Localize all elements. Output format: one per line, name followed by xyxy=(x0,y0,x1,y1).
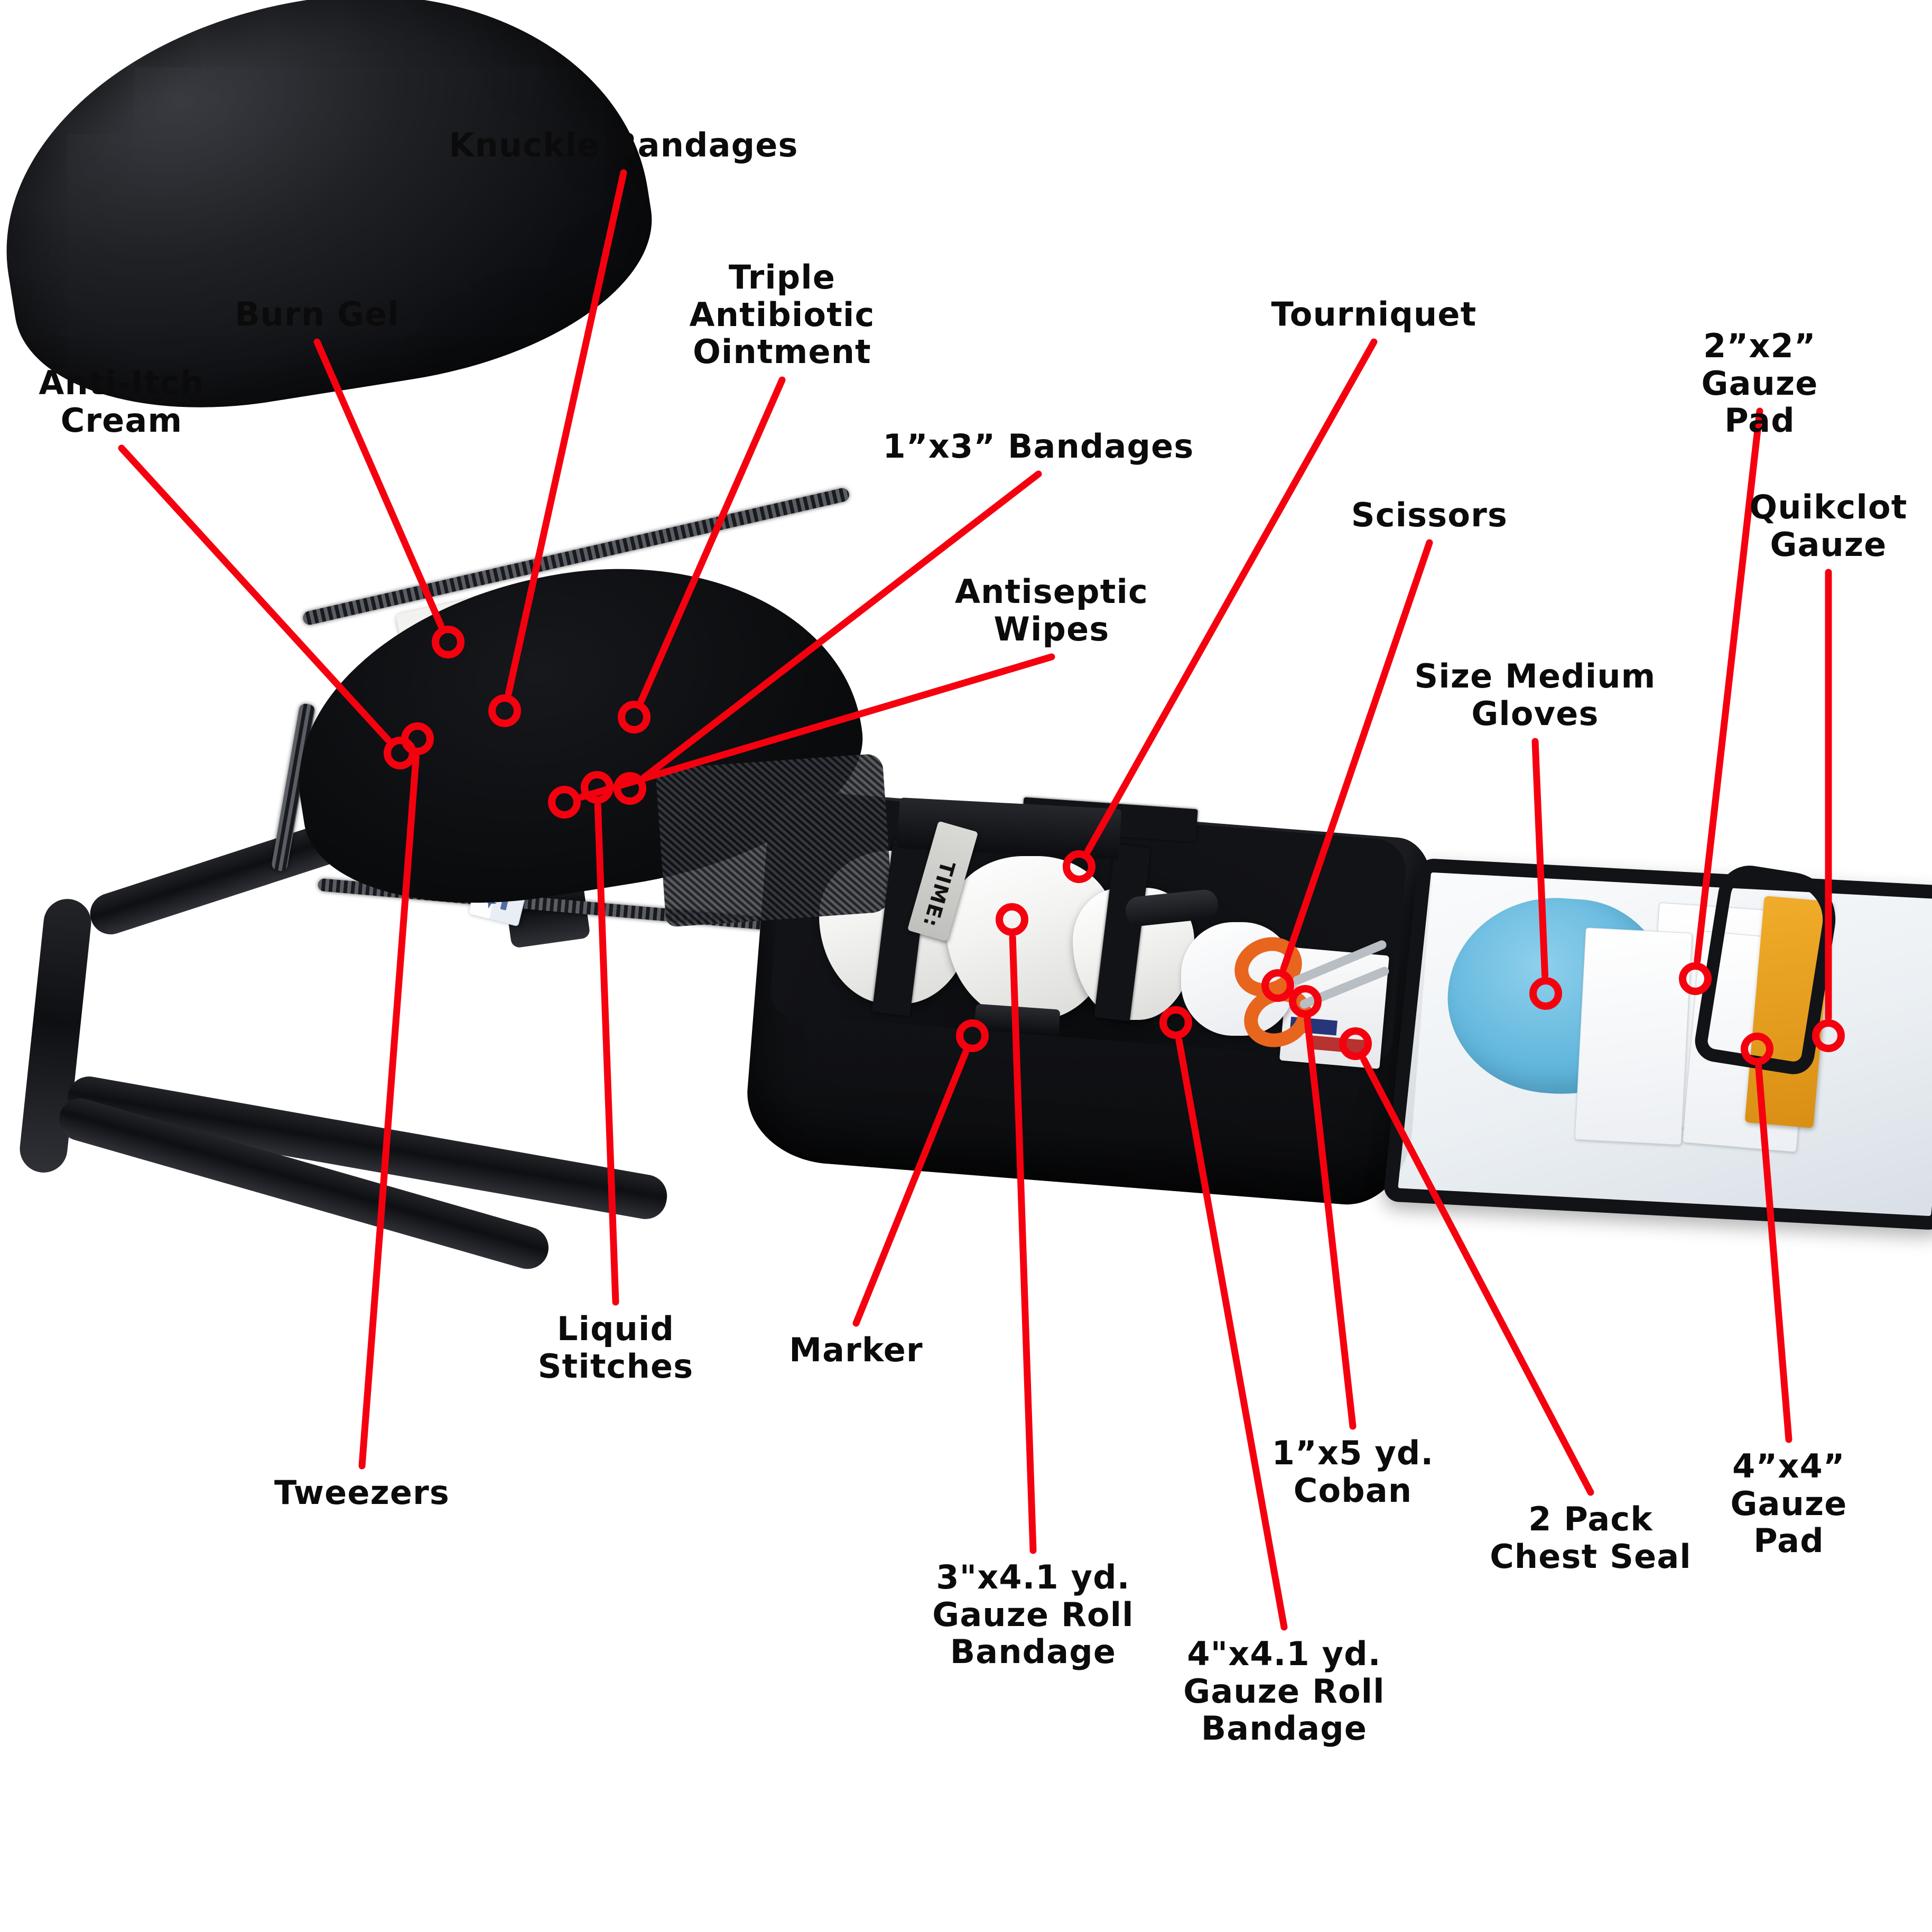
callout-label-tweezers: Tweezers xyxy=(274,1473,450,1512)
callout-label-triple-antibiotic: Triple Antibiotic Ointment xyxy=(689,258,875,371)
callout-label-liquid-stitches: Liquid Stitches xyxy=(537,1309,694,1386)
callout-label-tourniquet: Tourniquet xyxy=(1271,295,1477,333)
callout-label-gauze-pad-4x4: 4”x4” Gauze Pad xyxy=(1730,1447,1847,1561)
gauze-pad-packet-extra xyxy=(1574,927,1693,1146)
trauma-shears xyxy=(1234,937,1389,1047)
callout-label-quikclot-gauze: Quikclot Gauze xyxy=(1749,488,1908,564)
callout-label-marker: Marker xyxy=(789,1331,923,1369)
callout-label-antiseptic-wipes: Antiseptic Wipes xyxy=(955,572,1148,648)
callout-label-knuckle-bandages: Knuckle Bandages xyxy=(449,126,798,164)
callout-label-burn-gel: Burn Gel xyxy=(235,295,400,333)
callout-label-coban-1x5: 1”x5 yd. Coban xyxy=(1271,1434,1434,1510)
callout-label-gauze-roll-4in: 4"x4.1 yd. Gauze Roll Bandage xyxy=(1183,1634,1385,1748)
callout-label-scissors: Scissors xyxy=(1351,496,1508,534)
callout-label-chest-seal-2pack: 2 Pack Chest Seal xyxy=(1490,1500,1692,1576)
tourniquet-time-label: TIME: xyxy=(918,858,960,931)
callout-label-bandages-1x3: 1”x3” Bandages xyxy=(883,427,1194,466)
lid-mesh-pocket xyxy=(655,753,893,927)
callout-label-gloves-medium: Size Medium Gloves xyxy=(1414,657,1656,733)
callout-label-gauze-pad-2x2: 2”x2” Gauze Pad xyxy=(1701,327,1818,440)
callout-label-gauze-roll-3in: 3"x4.1 yd. Gauze Roll Bandage xyxy=(932,1558,1134,1671)
callout-label-anti-itch-cream: Anti-Itch Cream xyxy=(39,364,205,440)
